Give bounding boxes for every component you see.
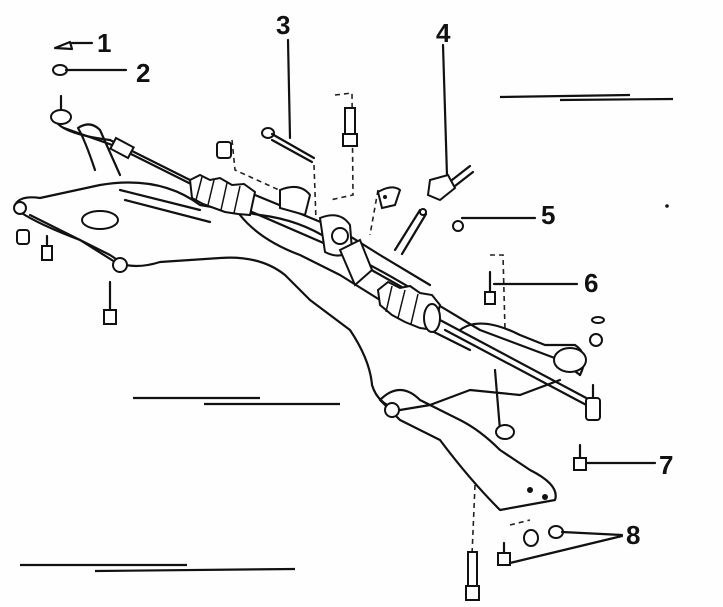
long-bolt-bottom <box>465 551 480 601</box>
speck <box>665 204 669 208</box>
callout-2: 2 <box>136 58 151 88</box>
right-rack-boot <box>376 280 442 333</box>
part-7-bolt <box>573 443 657 471</box>
blank-rule-lines <box>20 93 674 573</box>
part-3-bolt <box>261 38 316 164</box>
callout-8: 8 <box>626 520 641 550</box>
callout-4: 4 <box>436 18 451 48</box>
right-control-arm <box>378 322 587 512</box>
part-8-bushings <box>497 525 624 566</box>
left-hardware <box>16 229 117 325</box>
part-5-screw <box>452 216 537 232</box>
pinion-shaft <box>393 208 428 256</box>
mounting-plate <box>376 186 402 210</box>
part-6-bolt <box>484 270 579 305</box>
callout-6: 6 <box>584 268 599 298</box>
part-4-shaft-coupling <box>426 43 475 202</box>
part-2-castle-nut <box>52 64 128 76</box>
alignment-guides <box>231 92 531 556</box>
left-tie-rod <box>50 94 197 188</box>
mount-bolt <box>216 107 358 159</box>
subframe-body <box>13 123 582 412</box>
callout-1: 1 <box>97 28 112 58</box>
steering-rack-housing <box>250 185 432 302</box>
left-rack-boot <box>188 173 257 217</box>
right-tie-rod <box>438 318 601 421</box>
part-1-cotter-pin <box>53 40 94 51</box>
callout-5: 5 <box>541 200 556 230</box>
right-small-parts <box>589 316 605 347</box>
callout-7: 7 <box>659 450 674 480</box>
callout-3: 3 <box>276 10 291 40</box>
